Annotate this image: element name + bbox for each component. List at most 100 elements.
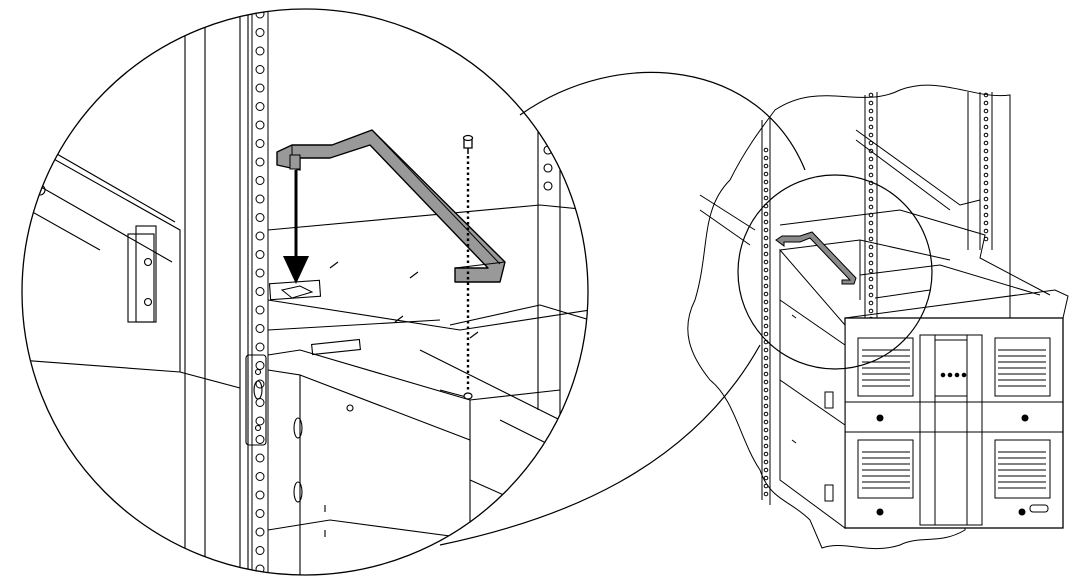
rack-hole xyxy=(868,108,874,114)
rack-hole xyxy=(868,164,874,170)
magazine-right-top xyxy=(994,337,1051,422)
rack-hole xyxy=(763,395,769,401)
left-rail-assembly xyxy=(22,139,241,389)
rack-hole xyxy=(763,187,769,193)
rack-hole xyxy=(763,219,769,225)
rack-hole xyxy=(983,204,989,210)
rack-hole xyxy=(868,100,874,106)
rail-hole xyxy=(255,453,265,463)
rack-hole xyxy=(763,195,769,201)
rack-hole xyxy=(763,275,769,281)
rail-hole xyxy=(255,472,265,481)
rack-hole xyxy=(868,148,874,154)
rack-hole xyxy=(763,491,769,497)
rack-hole xyxy=(763,179,769,185)
shelf-plate xyxy=(267,204,588,460)
rack-hole xyxy=(868,244,874,250)
rail-hole xyxy=(255,231,265,241)
rack-hole xyxy=(983,156,989,162)
rack-hole xyxy=(868,292,874,298)
rack-hole xyxy=(763,163,769,169)
rack-hole xyxy=(763,347,769,353)
rack-hole xyxy=(763,355,769,361)
rack-hole xyxy=(983,148,989,154)
rail-hole xyxy=(255,509,265,518)
rail-hole xyxy=(255,268,265,278)
rail-hole xyxy=(255,490,265,500)
rail-hole xyxy=(255,287,265,296)
rack-hole xyxy=(763,419,769,425)
rack-hole xyxy=(868,228,874,234)
rack-hole xyxy=(763,171,769,177)
rack-hole xyxy=(763,283,769,289)
rack-hole xyxy=(868,276,874,282)
lower-chassis-panel xyxy=(267,369,561,575)
l-shaped-bracket-icon xyxy=(276,129,506,283)
rack-hole xyxy=(763,435,769,441)
rack-hole xyxy=(763,299,769,305)
small-detail-circle-on-library xyxy=(737,174,933,370)
rack-hole xyxy=(983,188,989,194)
rack-hole xyxy=(868,220,874,226)
rack-hole xyxy=(868,188,874,194)
rack-hole xyxy=(983,100,989,106)
rail-hole xyxy=(255,46,265,56)
rack-hole xyxy=(983,196,989,202)
magazine-right-bottom xyxy=(994,439,1051,516)
rail-hole xyxy=(255,102,265,111)
rack-hole xyxy=(983,124,989,130)
rack-hole xyxy=(868,92,874,98)
rack-hole xyxy=(763,451,769,457)
rail-hole xyxy=(255,139,265,148)
rack-hole xyxy=(983,172,989,178)
rail-hole xyxy=(255,213,265,222)
rail-hole xyxy=(255,379,265,389)
rack-hole xyxy=(763,259,769,265)
rail-hole xyxy=(255,28,265,37)
tape-library-icon xyxy=(687,84,1069,550)
rack-hole xyxy=(763,211,769,217)
rail-hole xyxy=(255,83,265,93)
rail-hole xyxy=(255,398,265,407)
cutaway-boundary xyxy=(687,84,1011,550)
library-front-bezel xyxy=(844,317,1064,529)
rack-hole xyxy=(763,227,769,233)
callout-connector xyxy=(439,71,806,546)
rack-hole xyxy=(868,156,874,162)
rack-hole xyxy=(868,204,874,210)
arrow-down-icon xyxy=(280,170,314,299)
screw-icon xyxy=(462,134,474,400)
rack-hole xyxy=(763,443,769,449)
rack-hole xyxy=(983,180,989,186)
rack-hole xyxy=(983,228,989,234)
rack-hole xyxy=(763,427,769,433)
rail-hole xyxy=(255,9,265,19)
rail-hole xyxy=(255,416,265,426)
rack-hole xyxy=(868,268,874,274)
rack-hole xyxy=(763,323,769,329)
rack-hole xyxy=(983,220,989,226)
rack-hole xyxy=(983,92,989,98)
rack-hole xyxy=(868,236,874,242)
rack-hole xyxy=(763,331,769,337)
magazine-left-bottom xyxy=(857,439,914,516)
rail-hole xyxy=(255,305,265,315)
rack-hole xyxy=(763,379,769,385)
rack-hole xyxy=(868,172,874,178)
rack-hole xyxy=(763,243,769,249)
rack-hole xyxy=(763,411,769,417)
rail-hole xyxy=(255,176,265,185)
rack-hole xyxy=(763,155,769,161)
rack-hole xyxy=(763,307,769,313)
perforated-rail xyxy=(251,9,269,575)
rail-hole xyxy=(255,194,265,204)
rack-hole xyxy=(763,251,769,257)
rail-hole xyxy=(255,324,265,333)
rack-hole xyxy=(763,483,769,489)
rack-hole xyxy=(763,467,769,473)
rack-hole xyxy=(763,387,769,393)
rack-hole xyxy=(868,300,874,306)
rack-hole xyxy=(868,196,874,202)
